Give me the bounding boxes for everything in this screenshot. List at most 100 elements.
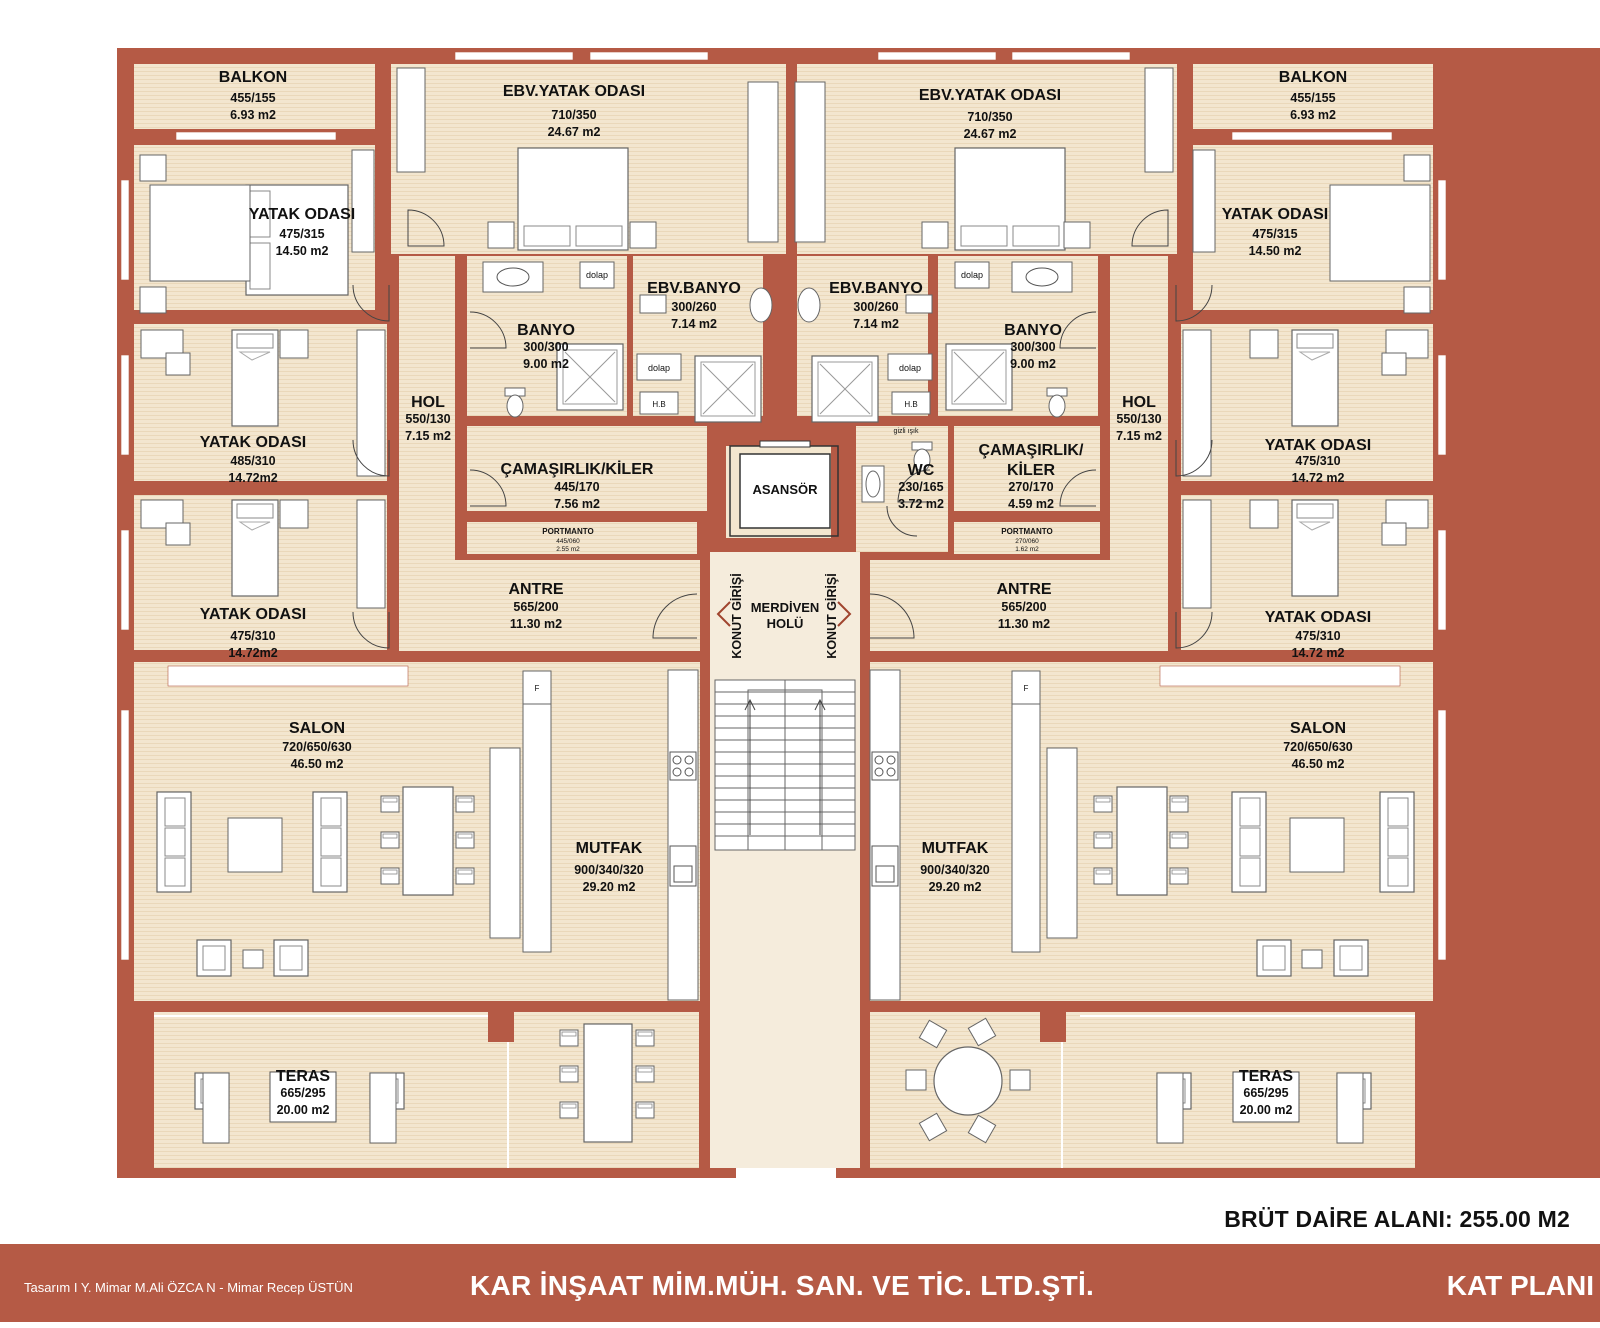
windows bbox=[120, 51, 1447, 961]
room-area-ebvbanyo-l: 7.14 m2 bbox=[671, 317, 717, 331]
room-area-yatak3-r: 14.72 m2 bbox=[1292, 646, 1345, 660]
room-dims-ebvbanyo-l: 300/260 bbox=[671, 300, 716, 314]
storage-cabinets bbox=[579, 261, 990, 415]
room-name-wc: WC bbox=[908, 462, 935, 479]
room-area-balkon-l: 6.93 m2 bbox=[230, 108, 276, 122]
room-name-ebv-r: EBV.YATAK ODASI bbox=[919, 87, 1061, 104]
room-area-salon-r: 46.50 m2 bbox=[1292, 757, 1345, 771]
room-area-yatak2-r: 14.72 m2 bbox=[1292, 471, 1345, 485]
terrace-railings bbox=[154, 1015, 1415, 1168]
room-area-antre-r: 11.30 m2 bbox=[998, 617, 1050, 631]
room-dims-camasir-r: 270/170 bbox=[1008, 480, 1053, 494]
room-name-ebvbanyo-l: EBV.BANYO bbox=[647, 280, 741, 297]
room-name-asansor: ASANSÖR bbox=[752, 482, 818, 497]
room-name-antre-l: ANTRE bbox=[508, 581, 563, 598]
room-dims-balkon-l: 455/155 bbox=[230, 91, 275, 105]
labels-left: BALKON 455/155 6.93 m2 EBV.YATAK ODASI 7… bbox=[200, 69, 741, 1117]
room-name-balkon-r: BALKON bbox=[1279, 69, 1347, 86]
room-dims-ebv-r: 710/350 bbox=[967, 110, 1012, 124]
dolap-label: dolap bbox=[899, 363, 921, 373]
living-furniture bbox=[156, 786, 1415, 1144]
room-name-yatak3-l: YATAK ODASI bbox=[200, 606, 306, 623]
room-dims-antre-r: 565/200 bbox=[1001, 600, 1046, 614]
room-dims-portmanto-r: 270/060 bbox=[1015, 538, 1039, 545]
room-dims-camasir-l: 445/170 bbox=[554, 480, 599, 494]
room-name-camasir-r-2: KİLER bbox=[1007, 461, 1055, 479]
room-name-camasir-l: ÇAMAŞIRLIK/KİLER bbox=[501, 460, 654, 478]
room-area-ebvbanyo-r: 7.14 m2 bbox=[853, 317, 899, 331]
room-name-mutfak-r: MUTFAK bbox=[922, 840, 989, 857]
room-dims-yatak1-r: 475/315 bbox=[1252, 227, 1297, 241]
room-area-portmanto-r: 1.62 m2 bbox=[1015, 546, 1039, 553]
elevator bbox=[729, 440, 839, 537]
merdiven-line-1: MERDİVEN bbox=[751, 600, 820, 615]
floor-plan: BALKON 455/155 6.93 m2 EBV.YATAK ODASI 7… bbox=[117, 48, 1600, 1178]
room-name-salon-r: SALON bbox=[1290, 720, 1346, 737]
room-name-yatak3-r: YATAK ODASI bbox=[1265, 609, 1371, 626]
gross-area-label: BRÜT DAİRE ALANI: 255.00 M2 bbox=[1224, 1206, 1570, 1232]
company-name: KAR İNŞAAT MİM.MÜH. SAN. VE TİC. LTD.ŞTİ… bbox=[470, 1270, 1095, 1301]
room-area-yatak2-l: 14.72m2 bbox=[228, 471, 277, 485]
room-dims-yatak3-r: 475/310 bbox=[1295, 629, 1340, 643]
room-area-teras-l: 20.00 m2 bbox=[277, 1103, 330, 1117]
fridge-label: F bbox=[535, 684, 540, 693]
entry-arrows bbox=[716, 601, 852, 627]
labels-core: ASANSÖR MERDİVEN HOLÜ KONUT GİRİŞİ KONUT… bbox=[729, 482, 839, 659]
room-dims-yatak2-r: 475/310 bbox=[1295, 454, 1340, 468]
room-dims-balkon-r: 455/155 bbox=[1290, 91, 1335, 105]
room-area-hol-r: 7.15 m2 bbox=[1116, 429, 1162, 443]
room-name-ebvbanyo-r: EBV.BANYO bbox=[829, 280, 923, 297]
hb-label: H.B bbox=[652, 400, 665, 409]
room-area-wc: 3.72 m2 bbox=[898, 497, 944, 511]
room-dims-antre-l: 565/200 bbox=[513, 600, 558, 614]
room-name-balkon-l: BALKON bbox=[219, 69, 287, 86]
room-name-portmanto-r: PORTMANTO bbox=[1001, 527, 1052, 536]
room-name-yatak1-r: YATAK ODASI bbox=[1222, 206, 1328, 223]
bathroom-fixtures bbox=[482, 261, 1073, 503]
room-dims-mutfak-l: 900/340/320 bbox=[574, 863, 644, 877]
room-name-yatak1-l: YATAK ODASI bbox=[249, 206, 355, 223]
room-name-mutfak-l: MUTFAK bbox=[576, 840, 643, 857]
room-dims-yatak3-l: 475/310 bbox=[230, 629, 275, 643]
room-area-ebv-r: 24.67 m2 bbox=[964, 127, 1017, 141]
room-dims-ebv-l: 710/350 bbox=[551, 108, 596, 122]
design-credit: Tasarım I Y. Mimar M.Ali ÖZCA N - Mimar … bbox=[24, 1280, 353, 1295]
room-dims-yatak1-l: 475/315 bbox=[279, 227, 324, 241]
staircase bbox=[714, 679, 856, 851]
room-name-portmanto-l: PORTMANTO bbox=[542, 527, 593, 536]
wc-note: gizli ışık bbox=[894, 428, 919, 435]
merdiven-line-2: HOLÜ bbox=[767, 616, 804, 631]
room-area-camasir-r: 4.59 m2 bbox=[1008, 497, 1054, 511]
room-name-banyo-r: BANYO bbox=[1004, 322, 1062, 339]
doors bbox=[352, 209, 1213, 649]
room-name-antre-r: ANTRE bbox=[996, 581, 1051, 598]
room-area-banyo-r: 9.00 m2 bbox=[1010, 357, 1056, 371]
room-dims-portmanto-l: 445/060 bbox=[556, 538, 580, 545]
dolap-label: dolap bbox=[648, 363, 670, 373]
room-name-salon-l: SALON bbox=[289, 720, 345, 737]
plan-title: KAT PLANI bbox=[1446, 1270, 1594, 1301]
title-block: Tasarım I Y. Mimar M.Ali ÖZCA N - Mimar … bbox=[0, 1244, 1600, 1322]
room-area-antre-l: 11.30 m2 bbox=[510, 617, 562, 631]
room-dims-wc: 230/165 bbox=[898, 480, 943, 494]
room-name-teras-l: TERAS bbox=[276, 1068, 331, 1085]
room-name-banyo-l: BANYO bbox=[517, 322, 575, 339]
room-name-camasir-r-1: ÇAMAŞIRLIK/ bbox=[979, 442, 1084, 459]
room-name-hol-r: HOL bbox=[1122, 394, 1156, 411]
room-name-yatak2-r: YATAK ODASI bbox=[1265, 437, 1371, 454]
dolap-label: dolap bbox=[961, 270, 983, 280]
room-area-ebv-l: 24.67 m2 bbox=[548, 125, 601, 139]
hb-label: H.B bbox=[904, 400, 917, 409]
room-dims-banyo-l: 300/300 bbox=[523, 340, 568, 354]
room-area-camasir-l: 7.56 m2 bbox=[554, 497, 600, 511]
wardrobes bbox=[351, 67, 1216, 1001]
room-area-teras-r: 20.00 m2 bbox=[1240, 1103, 1293, 1117]
labels-right: BALKON 455/155 6.93 m2 EBV.YATAK ODASI 7… bbox=[829, 69, 1371, 1117]
room-dims-teras-r: 665/295 bbox=[1243, 1086, 1288, 1100]
room-area-portmanto-l: 2.55 m2 bbox=[556, 546, 580, 553]
konut-girisi-left: KONUT GİRİŞİ bbox=[729, 573, 744, 658]
room-area-mutfak-l: 29.20 m2 bbox=[583, 880, 636, 894]
room-name-yatak2-l: YATAK ODASI bbox=[200, 434, 306, 451]
room-dims-teras-l: 665/295 bbox=[280, 1086, 325, 1100]
room-area-yatak3-l: 14.72m2 bbox=[228, 646, 277, 660]
